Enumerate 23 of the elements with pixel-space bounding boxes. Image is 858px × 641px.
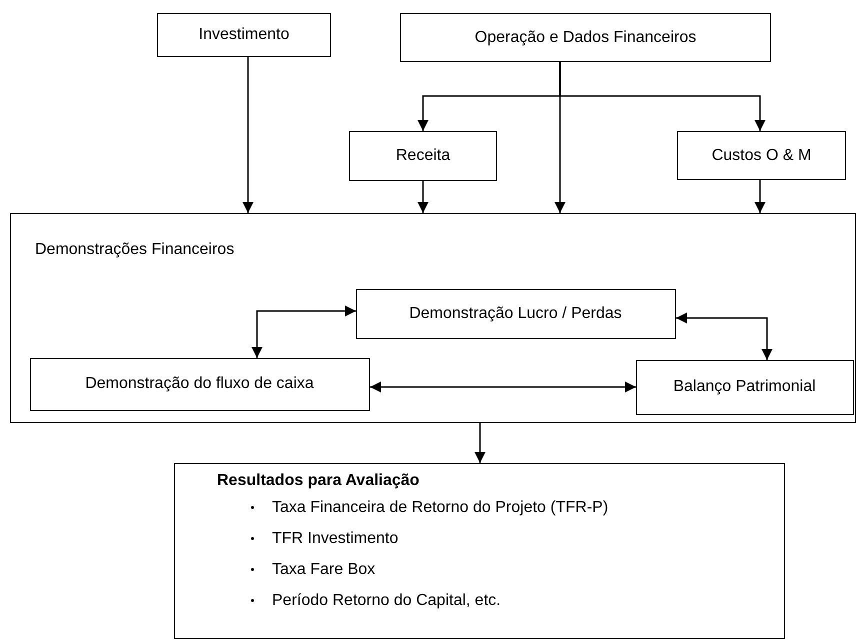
arrow bbox=[754, 180, 766, 213]
list-item: Taxa Financeira de Retorno do Projeto (TFR-P) bbox=[272, 498, 608, 518]
process-box: Custos O & M bbox=[677, 131, 846, 180]
process-box: Receita bbox=[349, 131, 497, 181]
results-heading: Resultados para Avaliação bbox=[217, 471, 420, 491]
arrow bbox=[474, 423, 486, 463]
list-item: Taxa Fare Box bbox=[272, 560, 376, 580]
arrow bbox=[370, 382, 636, 392]
process-box: Balanço Patrimonial bbox=[636, 360, 854, 414]
process-box: Operação e Dados Financeiros bbox=[400, 13, 771, 62]
group-heading: Demonstrações Financeiros bbox=[35, 240, 234, 260]
arrow bbox=[418, 181, 428, 213]
arrow bbox=[252, 306, 356, 358]
process-box: Demonstração do fluxo de caixa bbox=[30, 358, 370, 410]
arrow bbox=[554, 62, 566, 213]
results-box bbox=[174, 463, 785, 639]
list-item: Período Retorno do Capital, etc. bbox=[272, 590, 501, 610]
process-box: Demonstração Lucro / Perdas bbox=[356, 288, 676, 338]
group-box bbox=[10, 213, 856, 423]
list-item: TFR Investimento bbox=[272, 528, 398, 548]
arrow bbox=[242, 57, 254, 213]
process-box: Investimento bbox=[157, 13, 331, 57]
arrow bbox=[676, 312, 772, 360]
